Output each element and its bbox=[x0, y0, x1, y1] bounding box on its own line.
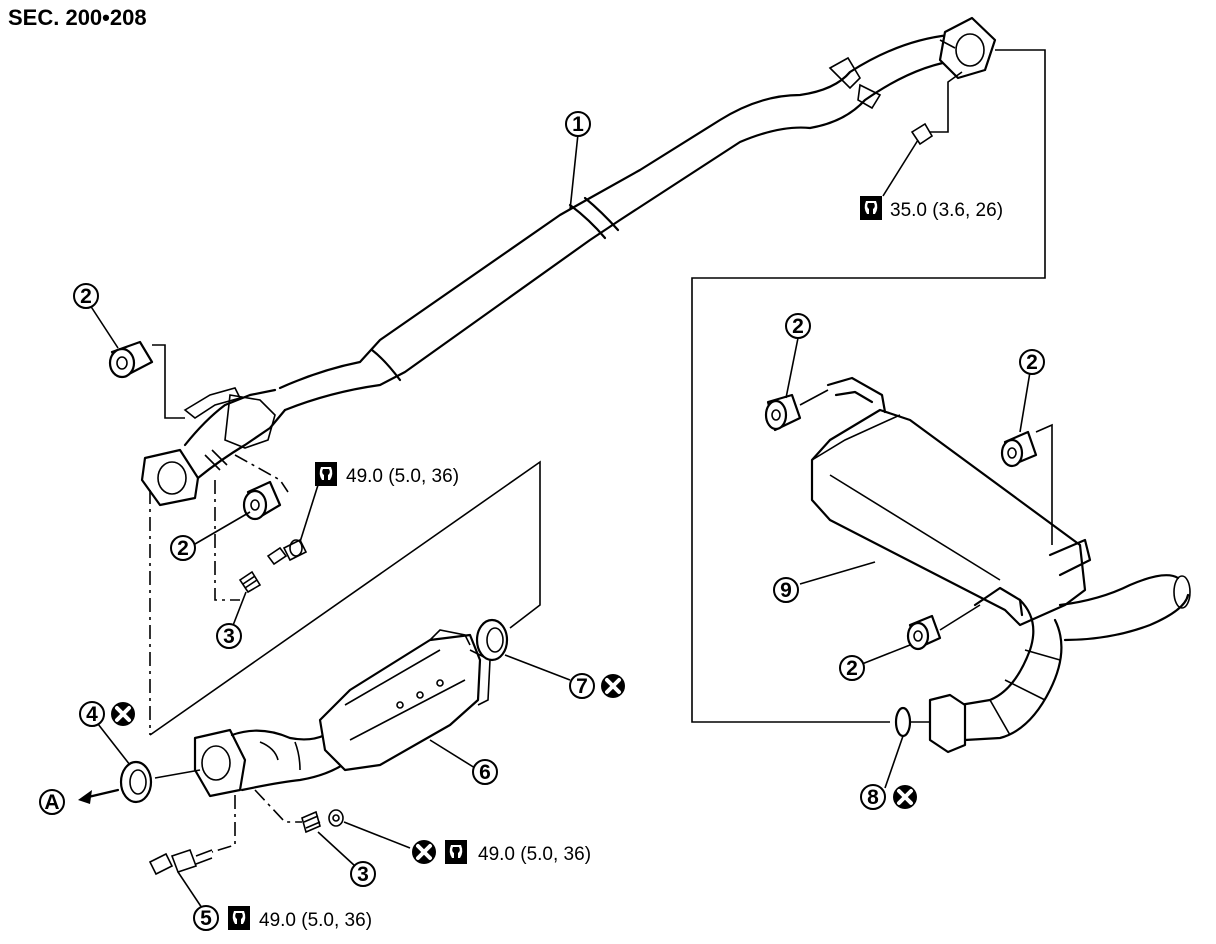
section-label: SEC. 200•208 bbox=[8, 5, 147, 30]
svg-text:5: 5 bbox=[200, 907, 212, 930]
detail-frame-line bbox=[691, 49, 1046, 723]
torque-value: 49.0 (5.0, 36) bbox=[478, 844, 591, 865]
mounting-rubber-right-upper bbox=[764, 393, 802, 432]
mounting-rubber-right-mid bbox=[1000, 430, 1038, 468]
torque-wrench-icon bbox=[315, 462, 337, 486]
leader-line bbox=[299, 484, 319, 543]
torque-wrench-icon bbox=[445, 840, 467, 864]
callout-6: 6 bbox=[472, 759, 498, 785]
leader-line bbox=[1035, 423, 1053, 545]
leader-line bbox=[194, 511, 251, 545]
svg-text:9: 9 bbox=[780, 579, 792, 602]
seal-ring bbox=[475, 618, 509, 662]
torque-wrench-icon bbox=[228, 906, 250, 930]
rear-flange-nut bbox=[882, 122, 934, 197]
callout-4: 4 bbox=[79, 701, 105, 727]
catalytic-converter bbox=[193, 629, 491, 798]
svg-text:1: 1 bbox=[572, 113, 584, 136]
mounting-rubber-left-lower bbox=[242, 480, 282, 521]
leader-line bbox=[97, 723, 131, 766]
leader-line bbox=[87, 301, 119, 349]
leader-line bbox=[861, 644, 911, 665]
svg-text:8: 8 bbox=[867, 786, 879, 809]
stud-lower bbox=[301, 810, 321, 834]
svg-text:A: A bbox=[44, 791, 59, 814]
stud-upper bbox=[238, 570, 262, 594]
leader-line bbox=[231, 591, 247, 629]
mount-dashed-line bbox=[234, 454, 289, 493]
callout-8: 8 bbox=[860, 784, 886, 810]
leader-line bbox=[429, 739, 476, 769]
callout-7: 7 bbox=[569, 673, 595, 699]
leader-line bbox=[799, 389, 829, 406]
torque-callout-upper-right: 35.0 (3.6, 26) bbox=[860, 196, 1003, 221]
leader-line bbox=[1019, 371, 1031, 433]
leader-line bbox=[569, 133, 579, 211]
torque-callout-stud-nut: 49.0 (5.0, 36) bbox=[445, 840, 591, 865]
svg-text:4: 4 bbox=[86, 703, 98, 726]
svg-text:3: 3 bbox=[223, 625, 235, 648]
front-tube bbox=[140, 16, 997, 507]
stud-nut bbox=[328, 809, 344, 827]
mounting-rubber-right-lower bbox=[906, 614, 942, 651]
front-gasket bbox=[119, 760, 153, 804]
main-muffler bbox=[810, 376, 1191, 754]
torque-value: 49.0 (5.0, 36) bbox=[346, 466, 459, 487]
leader-line bbox=[152, 344, 185, 419]
torque-callout-bolt: 49.0 (5.0, 36) bbox=[228, 906, 372, 931]
callout-3-lower: 3 bbox=[350, 861, 376, 887]
callout-9: 9 bbox=[773, 577, 799, 603]
svg-text:2: 2 bbox=[846, 657, 858, 680]
leader-line bbox=[343, 821, 411, 849]
view-a-indicator: A bbox=[39, 788, 120, 815]
mount-dashed-line bbox=[254, 789, 302, 823]
do-not-reuse-icon bbox=[599, 672, 627, 700]
leader-line bbox=[939, 604, 981, 631]
svg-text:3: 3 bbox=[357, 863, 369, 886]
leader-line bbox=[177, 871, 203, 909]
svg-text:2: 2 bbox=[80, 285, 92, 308]
torque-callout-front-flange: 49.0 (5.0, 36) bbox=[315, 462, 459, 487]
front-flange-bolt bbox=[266, 538, 308, 566]
callout-1: 1 bbox=[565, 111, 591, 137]
svg-text:2: 2 bbox=[177, 537, 189, 560]
callout-3-upper: 3 bbox=[216, 623, 242, 649]
leader-line bbox=[884, 735, 904, 789]
assembly-bracket-line bbox=[149, 460, 541, 736]
bolt bbox=[148, 848, 213, 876]
torque-wrench-icon bbox=[860, 196, 882, 220]
callout-2-right-mid: 2 bbox=[1019, 349, 1045, 375]
leader-line bbox=[317, 831, 356, 867]
torque-value: 35.0 (3.6, 26) bbox=[890, 200, 1003, 221]
callout-2-lower-left: 2 bbox=[170, 535, 196, 561]
svg-text:6: 6 bbox=[479, 761, 491, 784]
leader-line bbox=[799, 561, 876, 585]
torque-value: 49.0 (5.0, 36) bbox=[259, 910, 372, 931]
do-not-reuse-icon bbox=[410, 838, 438, 866]
svg-text:7: 7 bbox=[576, 675, 588, 698]
do-not-reuse-icon bbox=[891, 783, 919, 811]
leader-line bbox=[504, 654, 571, 681]
mount-dashed-line bbox=[211, 795, 236, 853]
callout-5: 5 bbox=[193, 905, 219, 931]
callout-2-right-lower: 2 bbox=[839, 655, 865, 681]
leader-line bbox=[785, 337, 799, 399]
leader-line bbox=[154, 769, 201, 779]
ring-gasket bbox=[894, 706, 912, 738]
do-not-reuse-icon bbox=[109, 700, 137, 728]
mounting-rubber-left-upper bbox=[108, 340, 154, 379]
svg-text:2: 2 bbox=[1026, 351, 1038, 374]
leader-line bbox=[930, 71, 963, 133]
svg-text:2: 2 bbox=[792, 315, 804, 338]
mount-dashed-line bbox=[214, 480, 240, 601]
callout-2-right-upper: 2 bbox=[785, 313, 811, 339]
callout-2-upper-left: 2 bbox=[73, 283, 99, 309]
